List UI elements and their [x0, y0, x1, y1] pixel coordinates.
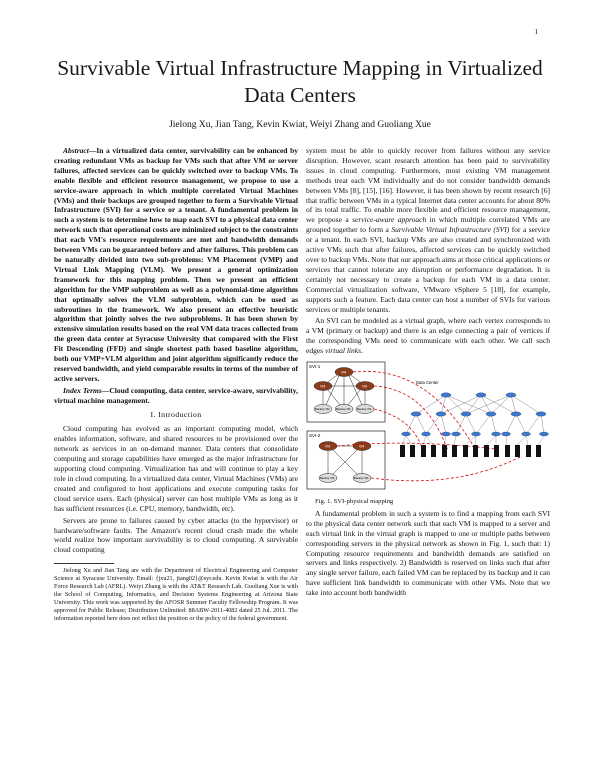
right-paragraph-1: system must be able to quickly recover f… — [306, 146, 550, 314]
index-terms-lead: Index Terms — [63, 385, 102, 395]
right-paragraph-3: A fundamental problem in such a system i… — [306, 508, 550, 598]
core-switch — [475, 392, 487, 398]
server-rack — [505, 445, 510, 458]
server-rack — [515, 445, 520, 458]
abstract: Abstract—In a virtualized data center, s… — [54, 146, 298, 384]
core-switch — [440, 392, 452, 398]
edge-switch — [451, 431, 461, 437]
server-rack — [484, 445, 489, 458]
abstract-text: —In a virtualized data center, survivabi… — [54, 146, 298, 383]
server-rack — [442, 445, 447, 458]
server-racks — [400, 445, 541, 458]
edge-switch — [501, 431, 511, 437]
server-rack — [526, 445, 531, 458]
footnote: Jielong Xu and Jian Tang are with the De… — [54, 567, 298, 622]
svi1-label: SVI-1 — [309, 364, 321, 369]
datacenter-network — [405, 394, 545, 435]
intro-paragraph-2: Servers are prone to failures caused by … — [54, 515, 298, 555]
aggregation-switch — [510, 411, 522, 417]
vm-label: VM — [325, 445, 330, 449]
right-p1-part2: in which multiple correlated VMs are gro… — [306, 215, 550, 235]
author-list: Jielong Xu, Jian Tang, Kevin Kwiat, Weiy… — [169, 120, 431, 130]
figure-caption: Fig. 1. SVI-physical mapping — [315, 498, 394, 506]
index-terms-text: —Cloud computing, data center, service-a… — [54, 385, 299, 405]
left-column: Abstract—In a virtualized data center, s… — [54, 146, 298, 625]
aggregation-switch — [435, 411, 447, 417]
paper-title: Survivable Virtual Infrastructure Mappin… — [57, 56, 543, 107]
right-p1-part3: for a service or a tenant. In each SVI, … — [306, 225, 550, 314]
svi1-box — [306, 361, 386, 423]
right-p1-em2: Survivable Virtual Infrastructure (SVI) — [391, 225, 510, 235]
svi2-label: SVI-2 — [309, 433, 321, 438]
vm-label: VM — [341, 371, 346, 375]
edge-switch — [421, 431, 431, 437]
svi2-vms: VM VM Backup VM Backup VM — [318, 441, 372, 483]
svi2-box — [306, 430, 386, 490]
figure-1: SVI-1 VM VM VM Backup VM Backup VM Backu… — [306, 359, 550, 495]
svi-physical-mapping-diagram: SVI-1 VM VM VM Backup VM Backup VM Backu… — [306, 361, 549, 490]
datacenter-label: Data Center — [416, 380, 439, 385]
server-rack — [473, 445, 478, 458]
core-switch — [505, 392, 517, 398]
server-rack — [400, 445, 405, 458]
edge-switch — [521, 431, 531, 437]
right-p2-part1: An SVI can be modeled as a virtual graph… — [306, 316, 550, 356]
edge-switch — [441, 431, 451, 437]
abstract-lead: Abstract — [63, 146, 89, 155]
aggregation-switch — [485, 411, 497, 417]
server-rack — [536, 445, 541, 458]
right-p1-em1: service-aware approach — [352, 215, 427, 225]
backup-label: Backup VM — [315, 407, 330, 411]
right-p2-em1: virtual links — [324, 346, 361, 356]
aggregation-switch — [460, 411, 472, 417]
server-rack — [463, 445, 468, 458]
right-p2-part2: . — [361, 346, 363, 356]
edge-switch — [491, 431, 501, 437]
backup-label: Backup VM — [354, 476, 369, 480]
aggregation-switch — [410, 411, 422, 417]
edge-switch — [401, 431, 411, 437]
server-rack — [410, 445, 415, 458]
right-p1-part1: system must be able to quickly recover f… — [306, 146, 550, 225]
vm-label: VM — [362, 385, 367, 389]
server-rack — [421, 445, 426, 458]
vm-label: VM — [359, 445, 364, 449]
footnote-rule — [54, 563, 114, 565]
edge-switch — [539, 431, 549, 437]
intro-paragraph-1: Cloud computing has evolved as an import… — [54, 424, 298, 513]
page-number: 1 — [534, 28, 539, 36]
server-rack — [494, 445, 499, 458]
vm-label: VM — [320, 385, 325, 389]
edge-switch — [471, 431, 481, 437]
backup-label: Backup VM — [320, 476, 335, 480]
server-rack — [431, 445, 436, 458]
right-paragraph-2: An SVI can be modeled as a virtual graph… — [306, 316, 550, 356]
switches — [401, 392, 549, 437]
aggregation-switch — [535, 411, 547, 417]
right-column: system must be able to quickly recover f… — [306, 146, 550, 600]
section-heading: I. Introduction — [150, 409, 202, 419]
backup-label: Backup VM — [336, 407, 351, 411]
index-terms: Index Terms—Cloud computing, data center… — [54, 386, 298, 406]
backup-label: Backup VM — [357, 407, 372, 411]
svi1-vms: VM VM VM Backup VM Backup VM Backup VM — [313, 367, 375, 414]
server-rack — [452, 445, 457, 458]
